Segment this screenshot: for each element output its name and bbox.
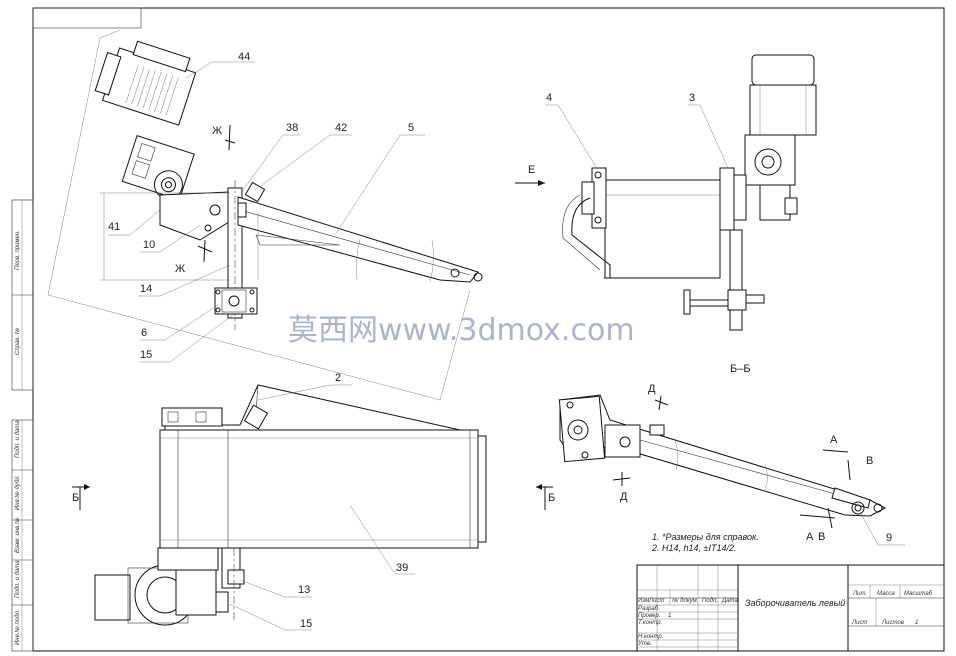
- tb-row-developer: Разраб.: [638, 606, 660, 612]
- section-bb-title: Б–Б: [730, 363, 751, 375]
- tb-stage-scale: Масштаб: [904, 591, 933, 597]
- callouts-section-bb: 4 3: [545, 92, 729, 171]
- tb-sheet: Лист: [851, 620, 867, 626]
- view-a-bottom: А: [806, 531, 814, 543]
- cut-zh-bottom: Ж: [175, 263, 185, 275]
- tb-scale-mark: 1: [668, 613, 671, 619]
- side-stamp-2: Справ. №: [14, 327, 21, 355]
- tb-row-tcontrol: Т.контр.: [638, 620, 662, 626]
- tb-col-date: Дата: [721, 598, 738, 604]
- callout-44: 44: [238, 51, 250, 63]
- callout-2: 2: [335, 372, 341, 384]
- view-inclined-right: Д Д А В А В: [558, 383, 887, 543]
- view-d-bottom: Д: [620, 491, 628, 503]
- side-stamp-7: Инв.№ подл.: [14, 609, 21, 645]
- view-a-top: А: [830, 434, 838, 446]
- callout-6: 6: [141, 327, 147, 339]
- side-stamp-6: Подп. и дата: [15, 560, 21, 598]
- cut-b-left: Б: [72, 492, 79, 504]
- side-stamp-3: Подп. и дата: [15, 420, 21, 458]
- callout-3: 3: [689, 92, 695, 104]
- callout-15a: 15: [140, 349, 152, 361]
- tb-row-approved: Утв.: [637, 641, 652, 647]
- view-d-top: Д: [648, 383, 656, 395]
- tb-sheets: Листов: [881, 620, 904, 626]
- callout-42: 42: [335, 122, 347, 134]
- watermark-text: 莫西网www.3dmox.com: [288, 313, 635, 348]
- callout-10: 10: [143, 239, 155, 251]
- side-stamp-4: Инв.№ дубл.: [14, 475, 21, 510]
- view-v-top: В: [866, 455, 873, 467]
- callouts-inclined-right: 9: [859, 511, 905, 546]
- note-2: 2. H14, h14, ±IT14/2.: [651, 543, 737, 553]
- callouts-view-main: 44 38 42 5 41 10 14 6 15 Ж Ж: [108, 51, 425, 363]
- view-main-inclined: [47, 29, 483, 401]
- view-section-bb: Е Б–Б: [515, 54, 817, 375]
- tb-col-izm: Изм: [638, 598, 649, 604]
- callout-38: 38: [286, 122, 298, 134]
- title-block: Изм Лист № докум. Подп. Дата Разраб. Про…: [636, 564, 945, 652]
- callout-41: 41: [108, 221, 120, 233]
- side-stamp-1: Перв. примен.: [15, 230, 21, 270]
- side-stamp-5: Взам. инв.№: [14, 517, 21, 553]
- callout-5: 5: [408, 122, 414, 134]
- cut-zh-top: Ж: [212, 125, 222, 137]
- technical-notes: 1. *Размеры для справок. 2. H14, h14, ±I…: [651, 532, 759, 553]
- callout-15b: 15: [300, 618, 312, 630]
- callout-9: 9: [886, 532, 892, 544]
- tb-col-list: Лист: [648, 598, 664, 604]
- drawing-title: Заборочиватель левый: [745, 598, 845, 608]
- note-1: 1. *Размеры для справок.: [652, 532, 759, 542]
- callout-4: 4: [546, 92, 552, 104]
- callouts-plan: 2 39 13 15: [229, 372, 415, 631]
- view-v-bottom: В: [818, 531, 825, 543]
- view-e-label: Е: [528, 164, 535, 176]
- tb-sheets-value: 1: [915, 620, 918, 626]
- tb-stage-mass: Масса: [877, 591, 895, 597]
- callout-14: 14: [140, 283, 152, 295]
- sheet-frame: [11, 7, 945, 652]
- tb-col-doc: № докум.: [672, 597, 698, 604]
- view-plan: Б Б: [72, 384, 555, 626]
- callout-39: 39: [396, 562, 408, 574]
- callout-13: 13: [298, 584, 310, 596]
- cut-b-right: Б: [548, 492, 555, 504]
- side-stamps: Перв. примен. Справ. № Подп. и дата Инв.…: [14, 230, 21, 645]
- tb-row-checker: Провер.: [638, 613, 660, 619]
- tb-col-sign: Подп.: [702, 598, 718, 604]
- tb-row-ncontrol: Н.контр.: [638, 634, 663, 640]
- tb-stage-lit: Лит.: [852, 591, 867, 597]
